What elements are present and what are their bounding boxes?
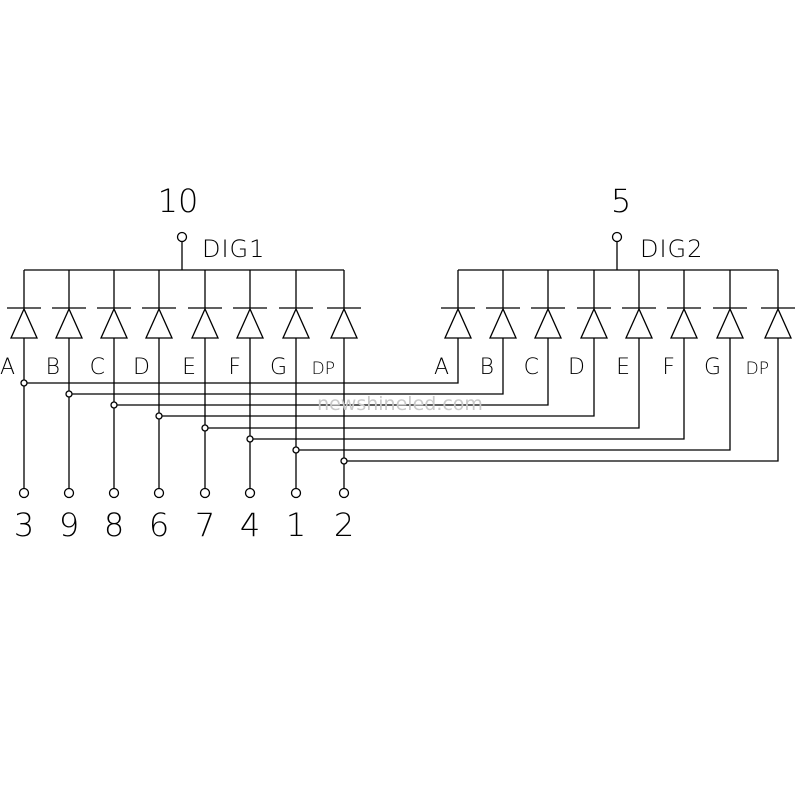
dig1-diode-f-anode-triangle: [235, 307, 265, 339]
junction-e: [201, 424, 209, 432]
dig1-segment-label-b: B: [46, 355, 60, 380]
dig1-diode-d: [142, 307, 176, 339]
cross-link-e: [205, 338, 640, 429]
junction-g: [292, 446, 300, 454]
cross-link-g: [296, 338, 731, 451]
dig2-diode-e-anode-triangle: [624, 307, 654, 339]
pin-terminal-g: [290, 487, 302, 499]
dig2-diode-a: [441, 307, 475, 339]
dig2-diode-b-anode-triangle: [488, 307, 518, 339]
dig2-diode-g-anode-triangle: [715, 307, 745, 339]
pin-terminal-d: [153, 487, 165, 499]
dig2-common-pin-label: 5: [611, 182, 631, 220]
pin-number-dp: 2: [334, 506, 354, 544]
dig2-segment-label-c: C: [524, 355, 539, 380]
dig2-segment-label-d: D: [568, 355, 585, 380]
dig1-segment-label-e: E: [182, 355, 196, 380]
dig1-diode-c-anode-triangle: [99, 307, 129, 339]
dig1-segment-label-g: G: [270, 355, 287, 380]
labels: 10 DIG1 5 DIG2 A 3 B 9 C 8 D 6 E 7 F 4 G 1 DP 2 A B C D E F G D…: [0, 182, 769, 544]
dig1-diode-g-anode-triangle: [281, 307, 311, 339]
dig2-diode-f-anode-triangle: [669, 307, 699, 339]
junction-d: [155, 412, 163, 420]
pin-number-g: 1: [286, 506, 306, 544]
pin-terminal-c: [108, 487, 120, 499]
pin-terminal-b: [63, 487, 75, 499]
dig2-segment-label-dp: DP: [746, 359, 769, 379]
dig2-diode-dp: [761, 307, 795, 339]
pin-number-c: 8: [104, 506, 124, 544]
cross-link-f: [250, 338, 685, 440]
dig1-diode-b-anode-triangle: [54, 307, 84, 339]
dig2-diode-g: [713, 307, 747, 339]
pin-terminal-dp: [338, 487, 350, 499]
dig1-common-pin-label: 10: [158, 182, 199, 220]
dig2-diode-d-anode-triangle: [579, 307, 609, 339]
dig1-diode-a: [7, 307, 41, 339]
dig2-diode-f: [667, 307, 701, 339]
dig2-segment-label-a: A: [434, 355, 449, 380]
dig2-diode-b: [486, 307, 520, 339]
dig2-segment-label-b: B: [480, 355, 494, 380]
junction-dp: [340, 457, 348, 465]
junctions: [18, 231, 623, 499]
dig2-label: DIG2: [640, 235, 703, 263]
dig2-diode-d: [577, 307, 611, 339]
dig2-common-pin-terminal: [611, 231, 623, 243]
dig2-diode-a-anode-triangle: [443, 307, 473, 339]
cross-link-b: [69, 338, 504, 395]
dig1-diode-g: [279, 307, 313, 339]
dig1-segment-label-c: C: [90, 355, 105, 380]
pin-number-a: 3: [14, 506, 34, 544]
junction-b: [65, 390, 73, 398]
dig1-diode-c: [97, 307, 131, 339]
watermark: newshineled.com: [317, 393, 483, 415]
dig1-diode-b: [52, 307, 86, 339]
dig1-segment-label-a: A: [0, 355, 15, 380]
dig2-diode-c: [531, 307, 565, 339]
cross-link-c: [114, 338, 549, 406]
dig1-diode-dp-anode-triangle: [329, 307, 359, 339]
dig2-segment-label-g: G: [704, 355, 721, 380]
cross-link-d: [159, 338, 595, 417]
dig1-segment-label-dp: DP: [312, 359, 335, 379]
pin-number-f: 4: [240, 506, 260, 544]
cross-link-a: [24, 338, 459, 384]
dig2-segment-label-e: E: [616, 355, 630, 380]
pin-number-e: 7: [195, 506, 215, 544]
dig1-segment-label-d: D: [133, 355, 150, 380]
dig1-diode-e-anode-triangle: [190, 307, 220, 339]
dig2-diode-e: [622, 307, 656, 339]
dig1-diode-f: [233, 307, 267, 339]
pin-terminal-a: [18, 487, 30, 499]
cross-link-dp: [344, 338, 779, 462]
dig2-diode-c-anode-triangle: [533, 307, 563, 339]
dig1-diode-dp: [327, 307, 361, 339]
dig1-diode-a-anode-triangle: [9, 307, 39, 339]
dig2-diode-dp-anode-triangle: [763, 307, 793, 339]
junction-c: [110, 401, 118, 409]
dig2-segment-label-f: F: [662, 355, 675, 380]
diodes: [7, 307, 795, 339]
dig1-label: DIG1: [202, 235, 265, 263]
pin-terminal-e: [199, 487, 211, 499]
dig1-common-pin-terminal: [176, 231, 188, 243]
junction-a: [20, 379, 28, 387]
pin-number-b: 9: [59, 506, 79, 544]
wires: [23, 242, 779, 488]
pin-number-d: 6: [149, 506, 169, 544]
dig1-diode-e: [188, 307, 222, 339]
dig1-diode-d-anode-triangle: [144, 307, 174, 339]
dig1-segment-label-f: F: [228, 355, 241, 380]
junction-f: [246, 435, 254, 443]
pin-terminal-f: [244, 487, 256, 499]
